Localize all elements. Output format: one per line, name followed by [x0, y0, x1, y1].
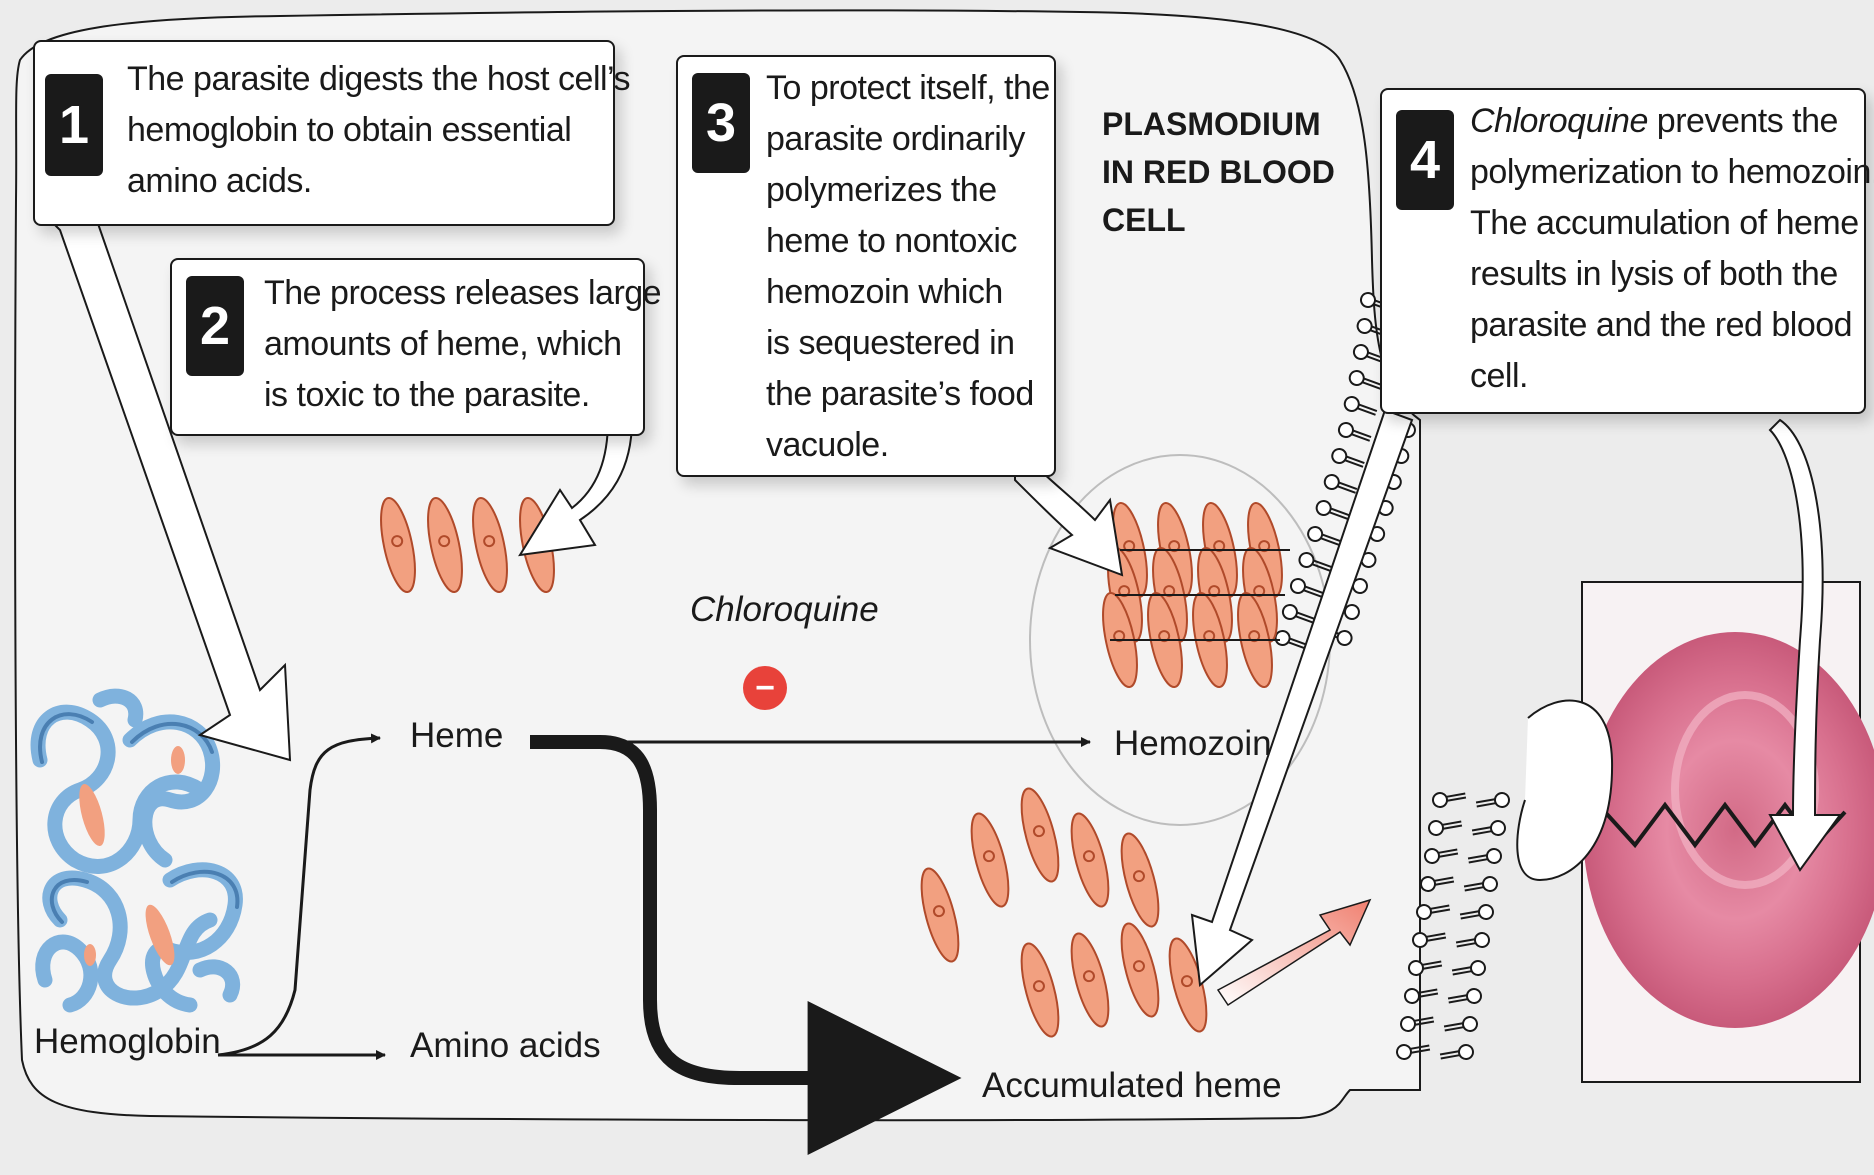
inhibit-symbol: −: [755, 669, 775, 707]
phospholipid: [1451, 960, 1486, 980]
callout-step-4: 4 Chloroquine prevents the polymerizatio…: [1380, 88, 1866, 414]
phospholipid: [1416, 901, 1451, 921]
step-number-2: 2: [186, 276, 244, 376]
phospholipid: [1443, 1016, 1478, 1036]
phospholipid: [1455, 932, 1490, 952]
step-number-1: 1: [45, 74, 103, 176]
phospholipid: [1467, 848, 1502, 868]
phospholipid: [1428, 817, 1463, 837]
label-heme: Heme: [410, 716, 503, 756]
phospholipid: [1420, 873, 1455, 893]
callout-step-3: 3 To protect itself, the parasite ordina…: [676, 55, 1056, 477]
phospholipid: [1463, 876, 1498, 896]
callout-step-1: 1 The parasite digests the host cell’s h…: [33, 40, 615, 226]
step-number-3: 3: [692, 73, 750, 173]
phospholipid: [1424, 845, 1459, 865]
phospholipid: [1439, 1044, 1474, 1064]
callout-step-2: 2 The process releases large amounts of …: [170, 258, 645, 436]
phospholipid: [1475, 792, 1510, 812]
callout-1-text: The parasite digests the host cell’s hem…: [127, 54, 630, 207]
callout-3-text: To protect itself, the parasite ordinari…: [766, 63, 1050, 471]
step-number-4: 4: [1396, 110, 1454, 210]
diagram-title: PLASMODIUM IN RED BLOOD CELL: [1102, 100, 1335, 244]
phospholipid: [1447, 988, 1482, 1008]
label-amino-acids: Amino acids: [410, 1026, 601, 1066]
callout-4-text: Chloroquine prevents the polymerization …: [1470, 96, 1874, 402]
phospholipid: [1459, 904, 1494, 924]
phospholipid: [1432, 789, 1467, 809]
callout-2-text: The process releases large amounts of he…: [264, 268, 661, 421]
chloroquine-italic: Chloroquine: [1470, 102, 1648, 140]
label-hemoglobin: Hemoglobin: [34, 1022, 221, 1062]
label-hemozoin: Hemozoin: [1114, 724, 1272, 764]
phospholipid: [1471, 820, 1506, 840]
label-accumulated-heme: Accumulated heme: [982, 1066, 1282, 1106]
label-chloroquine: Chloroquine: [690, 590, 879, 630]
